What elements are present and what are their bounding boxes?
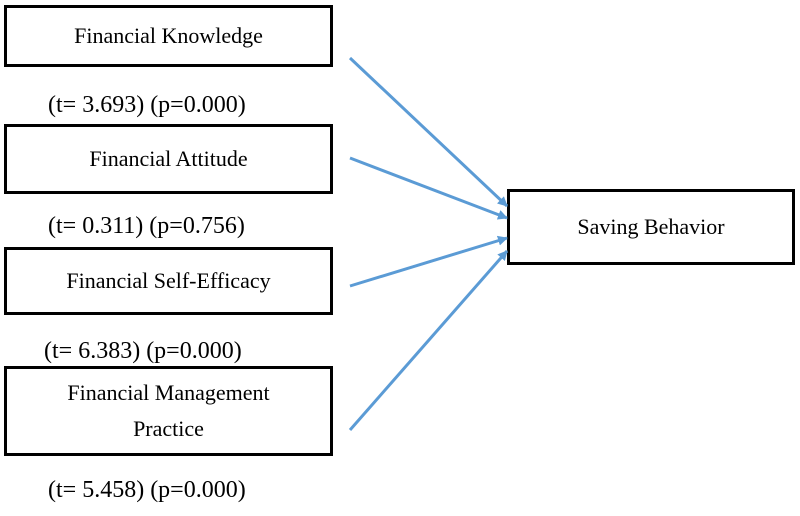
arrow-financial-knowledge-to-saving-behavior bbox=[348, 56, 509, 208]
arrow-financial-self-efficacy-to-saving-behavior bbox=[349, 235, 508, 288]
arrow-financial-management-practice-to-saving-behavior bbox=[348, 250, 509, 431]
outcome-label: Saving Behavior bbox=[577, 214, 725, 239]
predictor-box-financial-self-efficacy: Financial Self-Efficacy bbox=[4, 247, 333, 315]
outcome-box-saving-behavior: Saving Behavior bbox=[507, 189, 795, 265]
predictor-box-financial-knowledge: Financial Knowledge bbox=[4, 5, 333, 67]
predictor-label: Financial Management Practice bbox=[67, 380, 270, 441]
predictor-box-financial-attitude: Financial Attitude bbox=[4, 124, 333, 194]
predictor-label: Financial Self-Efficacy bbox=[66, 268, 271, 293]
path-statistic: (t= 6.383) (p=0.000) bbox=[44, 338, 242, 364]
predictor-label: Financial Knowledge bbox=[74, 23, 263, 48]
path-statistic: (t= 5.458) (p=0.000) bbox=[48, 477, 246, 503]
path-statistic: (t= 0.311) (p=0.756) bbox=[48, 213, 245, 239]
arrow-financial-attitude-to-saving-behavior bbox=[349, 156, 508, 220]
predictor-box-financial-management-practice: Financial Management Practice bbox=[4, 366, 333, 456]
predictor-label: Financial Attitude bbox=[89, 146, 248, 171]
path-statistic: (t= 3.693) (p=0.000) bbox=[48, 92, 246, 118]
